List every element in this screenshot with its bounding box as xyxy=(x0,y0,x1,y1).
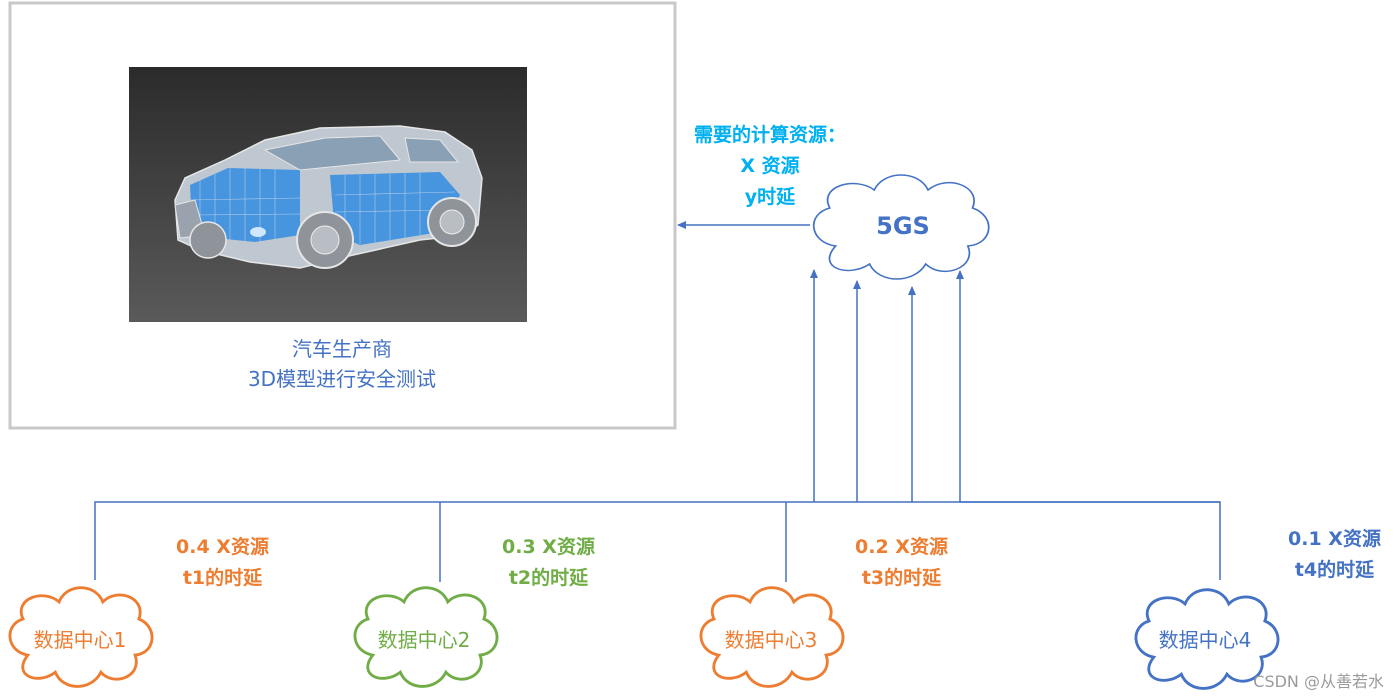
datacenter-3-allocation: 0.2 X资源 t3的时延 xyxy=(829,532,974,594)
datacenter-1-delay: t1的时延 xyxy=(182,567,263,589)
datacenter-1-label: 数据中心1 xyxy=(33,628,127,652)
datacenter-3-label: 数据中心3 xyxy=(724,628,818,652)
datacenter-4-delay: t4的时延 xyxy=(1294,559,1375,581)
request-label: 需要的计算资源： X 资源 y时延 xyxy=(680,120,860,213)
datacenter-1-resource: 0.4 X资源 xyxy=(176,536,269,558)
bus-line xyxy=(94,501,1221,580)
datacenter-2-resource: 0.3 X资源 xyxy=(502,536,595,558)
manufacturer-title: 汽车生产商 xyxy=(292,337,392,361)
car-model-image xyxy=(129,67,527,322)
request-delay: y时延 xyxy=(744,186,796,208)
datacenter-4-resource: 0.1 X资源 xyxy=(1288,528,1381,550)
datacenter-3-resource: 0.2 X资源 xyxy=(855,536,948,558)
datacenter-1-allocation: 0.4 X资源 t1的时延 xyxy=(150,532,295,594)
datacenter-4-label: 数据中心4 xyxy=(1158,628,1252,652)
uplink-arrow-4 xyxy=(956,270,1220,503)
datacenter-2-label: 数据中心2 xyxy=(377,628,471,652)
datacenter-2-allocation: 0.3 X资源 t2的时延 xyxy=(476,532,621,594)
manufacturer-caption: 汽车生产商 3D模型进行安全测试 xyxy=(10,334,674,394)
datacenter-3-delay: t3的时延 xyxy=(861,567,942,589)
watermark: CSDN @从善若水 xyxy=(1253,672,1384,691)
request-resource: X 资源 xyxy=(740,155,800,177)
manufacturer-subtitle: 3D模型进行安全测试 xyxy=(247,367,437,391)
hub-5gs-label: 5GS xyxy=(876,212,930,240)
request-title: 需要的计算资源： xyxy=(693,124,846,146)
datacenter-4-allocation: 0.1 X资源 t4的时延 xyxy=(1262,524,1398,586)
datacenter-2-delay: t2的时延 xyxy=(508,567,589,589)
